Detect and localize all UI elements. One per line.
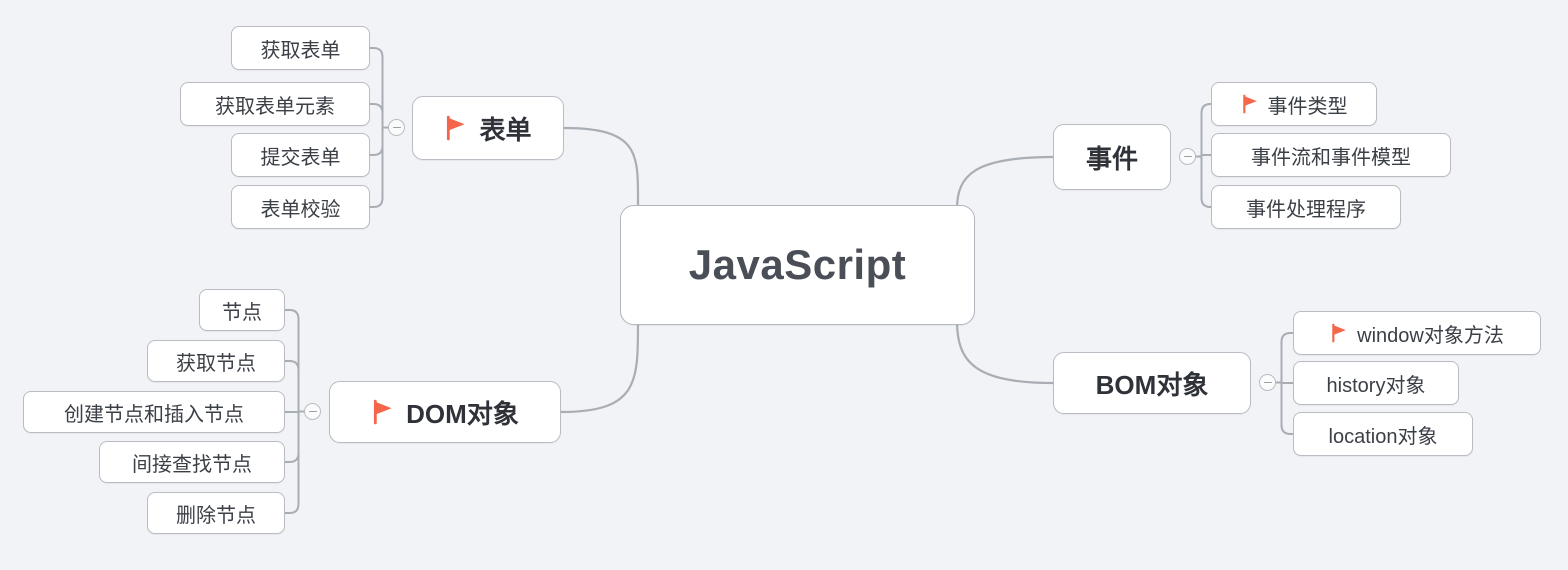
collapse-toggle-form[interactable] xyxy=(388,119,405,136)
leaf-node-form-2[interactable]: 提交表单 xyxy=(231,133,370,177)
node-label: 表单校验 xyxy=(260,198,341,221)
leaf-node-bom-2[interactable]: location对象 xyxy=(1293,412,1473,456)
minus-icon xyxy=(392,126,401,129)
flag-icon xyxy=(444,115,470,141)
collapse-toggle-bom[interactable] xyxy=(1259,374,1276,391)
branch-node-event[interactable]: 事件 xyxy=(1053,124,1171,190)
minus-icon xyxy=(1183,155,1192,158)
leaf-node-dom-1[interactable]: 获取节点 xyxy=(147,340,285,382)
minus-icon xyxy=(1263,381,1272,384)
leaf-node-dom-4[interactable]: 删除节点 xyxy=(147,492,285,534)
flag-icon xyxy=(371,399,397,425)
leaf-node-event-1[interactable]: 事件流和事件模型 xyxy=(1211,133,1451,177)
node-label: 表单 xyxy=(479,114,532,145)
leaf-node-dom-2[interactable]: 创建节点和插入节点 xyxy=(23,391,285,433)
node-label: 事件流和事件模型 xyxy=(1251,146,1411,169)
branch-node-dom[interactable]: DOM对象 xyxy=(329,381,561,443)
root-node[interactable]: JavaScript xyxy=(620,205,975,325)
node-label: 获取表单元素 xyxy=(215,95,335,118)
node-label: window对象方法 xyxy=(1357,324,1504,347)
node-label: history对象 xyxy=(1326,374,1426,397)
leaf-node-bom-1[interactable]: history对象 xyxy=(1293,361,1459,405)
node-label: 间接查找节点 xyxy=(132,453,252,476)
node-label: 事件类型 xyxy=(1267,95,1348,118)
node-label: 创建节点和插入节点 xyxy=(64,403,244,426)
branch-node-form[interactable]: 表单 xyxy=(412,96,564,160)
node-label: 获取节点 xyxy=(176,352,256,375)
leaf-node-form-3[interactable]: 表单校验 xyxy=(231,185,370,229)
node-label: DOM对象 xyxy=(406,398,519,429)
node-label: 节点 xyxy=(222,301,262,324)
node-label: 删除节点 xyxy=(176,504,256,527)
branch-node-bom[interactable]: BOM对象 xyxy=(1053,352,1251,414)
collapse-toggle-dom[interactable] xyxy=(304,403,321,420)
node-label: BOM对象 xyxy=(1095,369,1209,400)
collapse-toggle-event[interactable] xyxy=(1179,148,1196,165)
minus-icon xyxy=(308,410,317,413)
leaf-node-event-0[interactable]: 事件类型 xyxy=(1211,82,1377,126)
leaf-node-bom-0[interactable]: window对象方法 xyxy=(1293,311,1541,355)
leaf-node-form-0[interactable]: 获取表单 xyxy=(231,26,370,70)
node-label: 提交表单 xyxy=(260,146,341,169)
leaf-node-dom-3[interactable]: 间接查找节点 xyxy=(99,441,285,483)
flag-icon xyxy=(1241,94,1261,114)
leaf-node-dom-0[interactable]: 节点 xyxy=(199,289,285,331)
node-label: 事件处理程序 xyxy=(1246,198,1366,221)
node-label: 获取表单 xyxy=(260,39,341,62)
leaf-node-form-1[interactable]: 获取表单元素 xyxy=(180,82,370,126)
leaf-node-event-2[interactable]: 事件处理程序 xyxy=(1211,185,1401,229)
node-label: 事件 xyxy=(1085,143,1138,174)
flag-icon xyxy=(1330,323,1350,343)
node-label: JavaScript xyxy=(688,241,907,288)
node-label: location对象 xyxy=(1328,425,1438,448)
